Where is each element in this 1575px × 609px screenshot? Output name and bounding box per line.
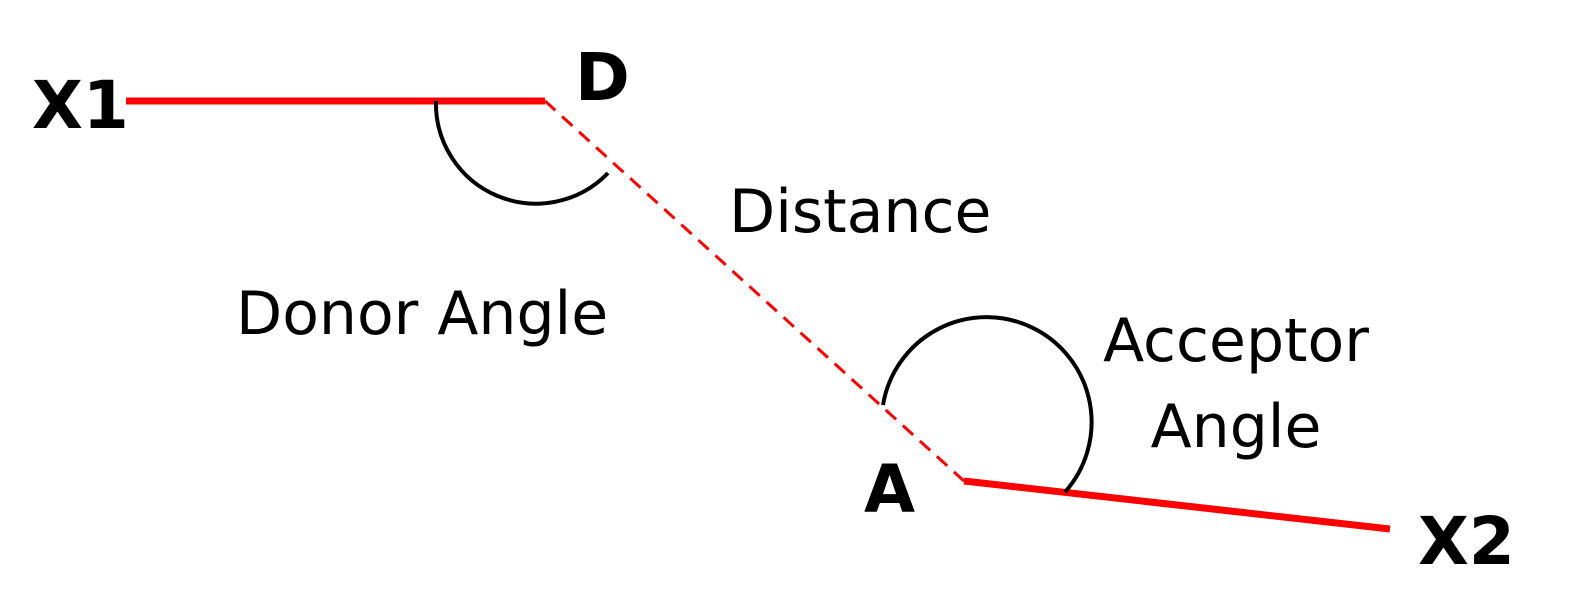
label-acceptor-angle-line1: Acceptor bbox=[1103, 306, 1369, 376]
acceptor-angle-arc bbox=[881, 315, 1094, 494]
label-acceptor-angle-line2: Angle bbox=[1151, 392, 1322, 462]
label-distance: Distance bbox=[729, 177, 991, 247]
distance-dashed-line bbox=[543, 99, 966, 483]
label-x1: X1 bbox=[32, 67, 129, 144]
label-a: A bbox=[864, 451, 915, 528]
donor-angle-arc bbox=[433, 100, 610, 206]
acceptor-bond-line bbox=[963, 477, 1391, 533]
label-donor-angle: Donor Angle bbox=[236, 279, 608, 349]
label-d: D bbox=[575, 39, 630, 116]
label-x2: X2 bbox=[1418, 503, 1515, 580]
